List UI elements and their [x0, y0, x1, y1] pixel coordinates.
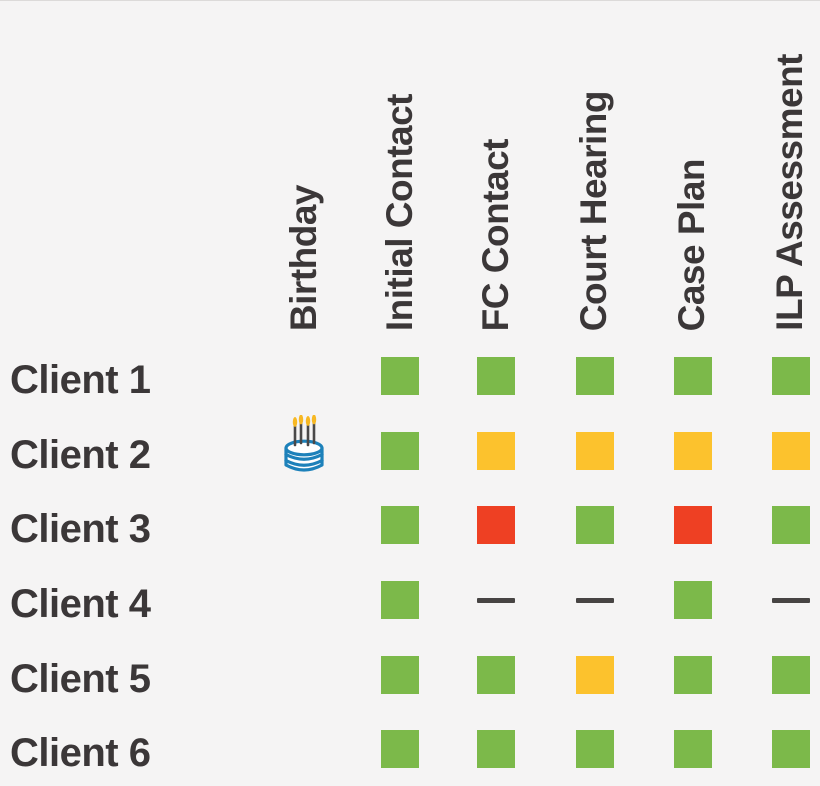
- status-cell: [751, 488, 820, 563]
- status-square: [477, 506, 515, 545]
- status-square: [381, 655, 419, 694]
- column-header-label: FC Contact: [474, 138, 516, 331]
- status-cell: [353, 414, 447, 489]
- status-cell: [447, 637, 545, 712]
- status-cell: [644, 488, 741, 563]
- status-square: [575, 655, 614, 694]
- corner-spacer: [0, 1, 255, 339]
- status-cell: [751, 712, 820, 786]
- status-square: [477, 655, 515, 694]
- status-square: [575, 730, 614, 769]
- status-cell: [545, 488, 644, 563]
- status-cell: [751, 339, 820, 414]
- column-header-label: Birthday: [282, 184, 324, 331]
- column-header-birthday: Birthday: [255, 1, 353, 339]
- status-cell: [644, 414, 741, 489]
- status-dash-bar: [771, 597, 810, 603]
- status-square: [771, 357, 810, 396]
- status-cell: [353, 712, 447, 786]
- birthday-cell: [255, 563, 353, 638]
- status-square: [575, 506, 614, 545]
- column-header-label: Initial Contact: [378, 93, 420, 331]
- status-cell: [353, 637, 447, 712]
- status-cell: [644, 339, 741, 414]
- status-square: [575, 357, 614, 396]
- row-label-client-4: Client 4: [10, 582, 151, 627]
- status-square: [673, 431, 712, 470]
- status-dash-bar: [477, 597, 515, 603]
- status-cell: [545, 712, 644, 786]
- row-label-client-6: Client 6: [10, 731, 151, 776]
- column-header-fc-contact: FC Contact: [447, 1, 545, 339]
- status-cell: [644, 637, 741, 712]
- status-cell: [353, 563, 447, 638]
- status-cell: [353, 488, 447, 563]
- status-cell: [545, 563, 644, 638]
- status-cell: [545, 339, 644, 414]
- row-label-client-3: Client 3: [10, 507, 151, 552]
- status-square: [673, 655, 712, 694]
- birthday-cell: [255, 339, 353, 414]
- row-label-client-2: Client 2: [10, 432, 151, 477]
- status-square: [575, 431, 614, 470]
- status-square: [381, 506, 419, 545]
- status-cell: [447, 414, 545, 489]
- status-cell: [644, 712, 741, 786]
- status-square: [771, 655, 810, 694]
- status-square: [673, 506, 712, 545]
- status-cell: [751, 563, 820, 638]
- status-cell: [353, 339, 447, 414]
- birthday-cell: [255, 414, 353, 489]
- status-square: [673, 581, 712, 620]
- status-cell: [644, 563, 741, 638]
- status-square: [771, 506, 810, 545]
- birthday-cell: [255, 488, 353, 563]
- status-square: [477, 431, 515, 470]
- status-square: [771, 730, 810, 769]
- status-cell: [447, 339, 545, 414]
- column-header-court-hearing: Court Hearing: [545, 1, 644, 339]
- status-cell: [751, 414, 820, 489]
- row-label-client-1: Client 1: [10, 358, 151, 403]
- status-cell: [751, 637, 820, 712]
- status-square: [381, 581, 419, 620]
- status-square: [673, 730, 712, 769]
- status-cell: [447, 563, 545, 638]
- status-square: [381, 357, 419, 396]
- column-header-label: Case Plan: [671, 158, 713, 331]
- status-square: [673, 357, 712, 396]
- birthday-cell: [255, 637, 353, 712]
- row-label-client-5: Client 5: [10, 656, 151, 701]
- column-header-initial-contact: Initial Contact: [353, 1, 447, 339]
- status-cell: [545, 637, 644, 712]
- birthday-cake-icon: [284, 414, 324, 472]
- status-dash-bar: [575, 597, 614, 603]
- status-cell: [545, 414, 644, 489]
- column-header-label: Court Hearing: [573, 90, 615, 331]
- status-square: [381, 730, 419, 769]
- status-cell: [447, 488, 545, 563]
- status-square: [477, 730, 515, 769]
- column-header-label: ILP Assessment: [769, 54, 811, 331]
- column-header-ilp-assessment: ILP Assessment: [751, 1, 820, 339]
- status-square: [771, 431, 810, 470]
- status-square: [477, 357, 515, 396]
- birthday-cell: [255, 712, 353, 786]
- column-header-case-plan: Case Plan: [644, 1, 741, 339]
- status-cell: [447, 712, 545, 786]
- status-square: [381, 431, 419, 470]
